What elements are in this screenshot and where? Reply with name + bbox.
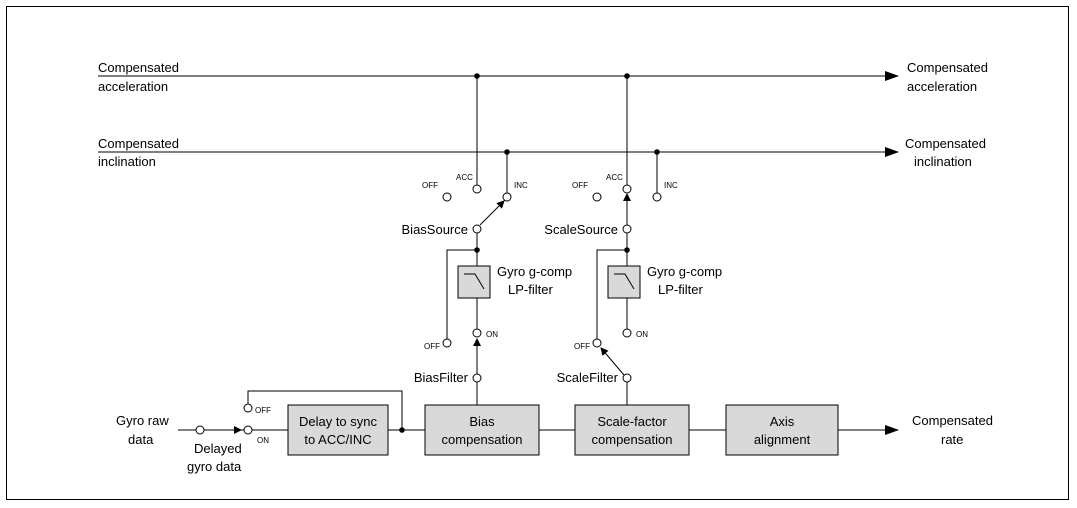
scale-lp-label-2: LP-filter — [658, 282, 703, 297]
delayed-gyro-terminal — [195, 425, 205, 435]
delay-off-label: OFF — [255, 406, 271, 415]
accel-input-label-2: acceleration — [98, 79, 168, 94]
scale-source-off-terminal — [592, 192, 602, 202]
incl-input-label-1: Compensated — [98, 136, 179, 151]
delay-sync-label-1: Delay to sync — [299, 414, 378, 429]
scale-factor-compensation-block — [574, 404, 690, 456]
bias-filter-common-terminal — [472, 373, 482, 383]
bias-lp-filter-block — [457, 265, 491, 299]
delay-sync-block — [287, 404, 389, 456]
scale-lp-filter-block — [607, 265, 641, 299]
scale-comp-label-1: Scale-factor — [597, 414, 667, 429]
bias-filter-label: BiasFilter — [414, 370, 469, 385]
scale-filter-off-terminal — [592, 338, 602, 348]
bias-filter-on-terminal — [472, 328, 482, 338]
bias-lp-filter-icon — [464, 273, 485, 290]
bias-source-acc-label: ACC — [456, 173, 473, 182]
bias-source-common-terminal — [472, 224, 482, 234]
delay-on-label: ON — [257, 436, 269, 445]
bias-source-inc-label: INC — [514, 181, 528, 190]
scale-filter-label: ScaleFilter — [557, 370, 619, 385]
axis-alignment-block — [725, 404, 839, 456]
scale-lp-filter-icon — [614, 273, 635, 290]
axis-align-label-1: Axis — [770, 414, 795, 429]
bias-source-acc-terminal — [472, 184, 482, 194]
incl-input-label-2: inclination — [98, 154, 156, 169]
scale-source-common-terminal — [622, 224, 632, 234]
bias-comp-label-1: Bias — [469, 414, 495, 429]
incl-output-label-2: inclination — [914, 154, 972, 169]
accel-input-label-1: Compensated — [98, 60, 179, 75]
bias-filter-off-terminal — [442, 338, 452, 348]
scale-filter-off-label: OFF — [574, 342, 590, 351]
bias-compensation-block — [424, 404, 540, 456]
rate-output-label-1: Compensated — [912, 413, 993, 428]
bias-filter-off-label: OFF — [424, 342, 440, 351]
bias-source-switch-arm — [479, 200, 505, 226]
scale-comp-label-2: compensation — [592, 432, 673, 447]
scale-source-acc-terminal — [622, 184, 632, 194]
bias-lp-label-2: LP-filter — [508, 282, 553, 297]
delay-off-terminal — [243, 403, 253, 413]
bias-comp-label-2: compensation — [442, 432, 523, 447]
delay-join-dot — [399, 427, 405, 433]
scale-filter-on-label: ON — [636, 330, 648, 339]
bias-source-label: BiasSource — [402, 222, 468, 237]
scale-source-off-label: OFF — [572, 181, 588, 190]
delay-on-terminal — [243, 425, 253, 435]
accel-output-label-1: Compensated — [907, 60, 988, 75]
bias-source-off-label: OFF — [422, 181, 438, 190]
bias-source-inc-terminal — [502, 192, 512, 202]
scale-lp-label-1: Gyro g-comp — [647, 264, 722, 279]
delayed-gyro-label-2: gyro data — [187, 459, 242, 474]
scale-source-inc-label: INC — [664, 181, 678, 190]
scale-bypass-wire — [596, 249, 627, 339]
gyro-raw-label-1: Gyro raw — [116, 413, 169, 428]
axis-align-label-2: alignment — [754, 432, 811, 447]
rate-output-label-2: rate — [941, 432, 963, 447]
accel-output-label-2: acceleration — [907, 79, 977, 94]
delay-sync-label-2: to ACC/INC — [304, 432, 371, 447]
scale-source-inc-terminal — [652, 192, 662, 202]
scale-filter-on-terminal — [622, 328, 632, 338]
bias-lp-label-1: Gyro g-comp — [497, 264, 572, 279]
scale-source-label: ScaleSource — [544, 222, 618, 237]
scale-filter-switch-arm — [600, 347, 625, 376]
bias-source-off-terminal — [442, 192, 452, 202]
scale-source-acc-label: ACC — [606, 173, 623, 182]
bias-filter-on-label: ON — [486, 330, 498, 339]
gyro-raw-label-2: data — [128, 432, 154, 447]
scale-filter-common-terminal — [622, 373, 632, 383]
bias-bypass-wire — [446, 249, 477, 339]
delay-bypass-wire — [247, 390, 403, 430]
delayed-gyro-label-1: Delayed — [194, 441, 242, 456]
incl-output-label-1: Compensated — [905, 136, 986, 151]
